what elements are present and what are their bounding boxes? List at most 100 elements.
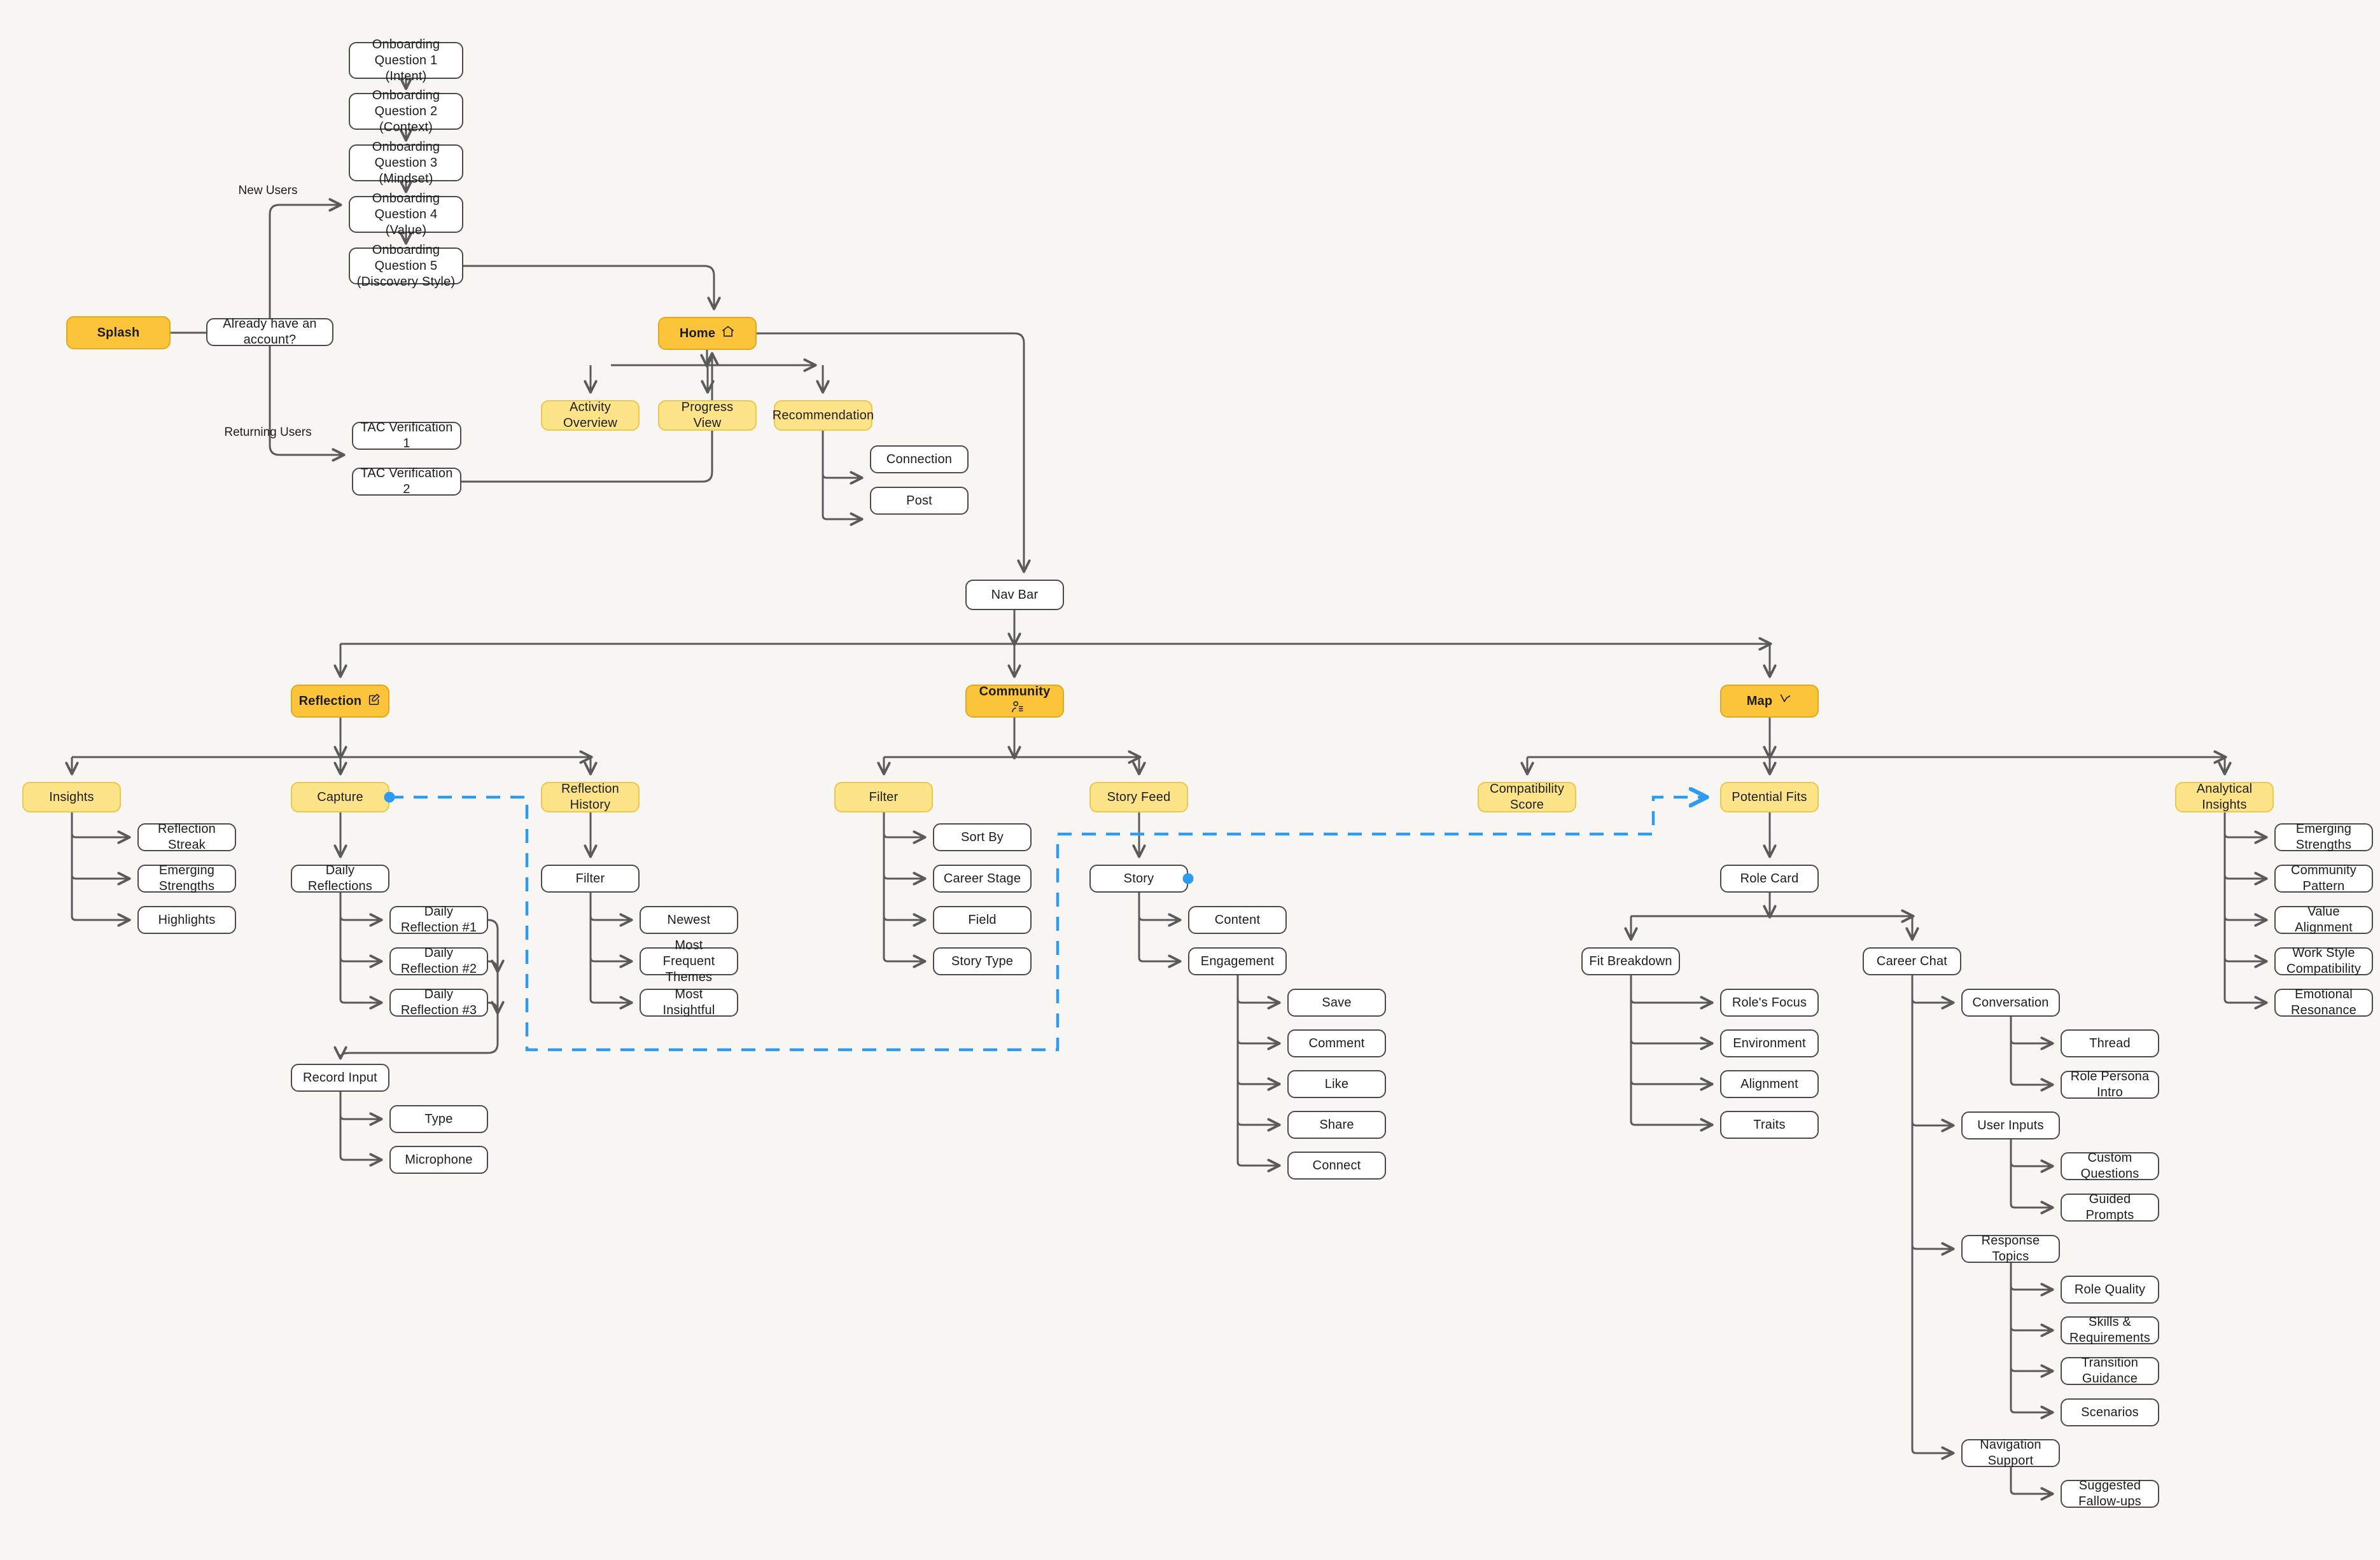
flow-node-resptopics[interactable]: Response Topics	[1961, 1234, 2060, 1264]
flow-node-transguid[interactable]: Transition Guidance	[2061, 1356, 2159, 1386]
flow-node-share[interactable]: Share	[1287, 1111, 1386, 1139]
flow-node-compatscore[interactable]: Compatibility Score	[1478, 782, 1576, 812]
flow-node-title: TAC Verification 1	[360, 421, 453, 450]
flow-node-q5[interactable]: Onboarding Question 5(Discovery Style)	[349, 243, 463, 289]
flow-node-storyfeed[interactable]: Story Feed	[1089, 782, 1188, 812]
flow-node-story[interactable]: Story	[1089, 865, 1188, 893]
flow-node-label: Connection	[886, 452, 952, 468]
flow-node-userinputs[interactable]: User Inputs	[1961, 1111, 2060, 1139]
flow-node-dailyrefs[interactable]: Daily Reflections	[291, 863, 389, 893]
flow-node-ai1[interactable]: Emerging Strengths	[2274, 822, 2373, 852]
flow-node-label: Onboarding Question 2(Context)	[356, 88, 456, 136]
flow-node-alignment[interactable]: Alignment	[1720, 1070, 1819, 1098]
flow-node-fitbreak[interactable]: Fit Breakdown	[1581, 947, 1680, 975]
flow-node-post[interactable]: Post	[870, 487, 969, 515]
flow-node-title: Daily Reflection #2	[400, 946, 477, 976]
flow-node-storytype[interactable]: Story Type	[933, 947, 1032, 975]
flow-node-splash[interactable]: Splash	[66, 316, 171, 349]
flow-node-refhistory[interactable]: Reflection History	[541, 782, 640, 812]
flow-node-rolecard[interactable]: Role Card	[1720, 865, 1819, 893]
flow-node-rolesfocus[interactable]: Role's Focus	[1720, 989, 1819, 1017]
flow-node-title: Nav Bar	[991, 587, 1039, 602]
flow-node-reflection[interactable]: Reflection	[291, 685, 389, 718]
flow-node-label: Content	[1215, 912, 1260, 928]
flow-edge	[883, 812, 924, 837]
flow-node-title: TAC Verification 2	[360, 466, 453, 496]
flow-node-ai3[interactable]: Value Alignment	[2274, 905, 2373, 935]
flow-node-navsupport[interactable]: Navigation Support	[1961, 1438, 2060, 1468]
flow-node-progress[interactable]: Progress View	[658, 400, 757, 431]
flow-node-freqthemes[interactable]: Most Frequent Themes	[640, 938, 738, 984]
flow-node-cfilter[interactable]: Filter	[834, 782, 933, 812]
link-anchor-dot[interactable]	[1182, 873, 1194, 884]
flow-node-subtitle: (Value)	[385, 223, 427, 237]
flow-node-title: Newest	[667, 912, 711, 927]
flow-node-sugfollow[interactable]: Suggested Fallow-ups	[2061, 1479, 2159, 1508]
flow-node-q3[interactable]: Onboarding Question 3(Mindset)	[349, 140, 463, 186]
flow-node-connect[interactable]: Connect	[1287, 1152, 1386, 1180]
flow-node-rolepersona[interactable]: Role Persona Intro	[2061, 1069, 2159, 1099]
flow-node-title: Save	[1322, 995, 1352, 1010]
flow-node-map[interactable]: Map	[1720, 685, 1819, 718]
flow-node-refstreak[interactable]: Reflection Streak	[137, 822, 236, 852]
flow-node-highlights[interactable]: Highlights	[137, 906, 236, 934]
flow-node-rolequality[interactable]: Role Quality	[2061, 1276, 2159, 1304]
flow-node-careerchat[interactable]: Career Chat	[1863, 947, 1961, 975]
flow-node-newest[interactable]: Newest	[640, 906, 738, 934]
flow-node-activity[interactable]: Activity Overview	[541, 400, 640, 431]
flow-node-skillsreq[interactable]: Skills & Requirements	[2061, 1315, 2159, 1345]
flow-node-title: Sort By	[961, 830, 1004, 844]
flow-node-emstrength[interactable]: Emerging Strengths	[137, 863, 236, 893]
flow-node-ai4[interactable]: Work Style Compatibility	[2274, 946, 2373, 976]
flow-node-customq[interactable]: Custom Questions	[2061, 1151, 2159, 1181]
flow-node-save[interactable]: Save	[1287, 989, 1386, 1017]
flow-node-community[interactable]: Community	[965, 685, 1064, 718]
flow-node-scenarios[interactable]: Scenarios	[2061, 1398, 2159, 1426]
flow-node-tac2[interactable]: TAC Verification 2	[352, 466, 461, 496]
flow-node-insightful[interactable]: Most Insightful	[640, 987, 738, 1017]
flow-node-traits[interactable]: Traits	[1720, 1111, 1819, 1139]
flow-node-q2[interactable]: Onboarding Question 2(Context)	[349, 88, 463, 134]
flow-node-rhfilter[interactable]: Filter	[541, 865, 640, 893]
flow-edge	[1138, 893, 1179, 920]
flow-node-ai2[interactable]: Community Pattern	[2274, 863, 2373, 893]
flow-node-recinput[interactable]: Record Input	[291, 1064, 389, 1092]
flow-node-like[interactable]: Like	[1287, 1070, 1386, 1098]
flow-node-engagement[interactable]: Engagement	[1188, 947, 1287, 975]
flow-node-analytical[interactable]: Analytical Insights	[2175, 782, 2274, 812]
flow-node-dr2[interactable]: Daily Reflection #2	[389, 946, 488, 976]
flow-node-q4[interactable]: Onboarding Question 4(Value)	[349, 192, 463, 237]
flow-node-microphone[interactable]: Microphone	[389, 1146, 488, 1174]
flow-node-q1[interactable]: Onboarding Question 1(Intent)	[349, 38, 463, 83]
flow-node-field[interactable]: Field	[933, 906, 1032, 934]
flow-edge	[2223, 812, 2265, 879]
flow-node-guidedp[interactable]: Guided Prompts	[2061, 1192, 2159, 1222]
flow-node-haveacct[interactable]: Already have an account?	[206, 317, 333, 347]
flow-node-type[interactable]: Type	[389, 1105, 488, 1133]
flow-edge	[1911, 975, 1952, 1003]
flow-node-ai5[interactable]: Emotional Resonance	[2274, 987, 2373, 1017]
flow-node-dr3[interactable]: Daily Reflection #3	[389, 987, 488, 1017]
flow-node-capture[interactable]: Capture	[291, 782, 389, 812]
flow-node-home[interactable]: Home	[658, 317, 757, 350]
flow-node-sortby[interactable]: Sort By	[933, 823, 1032, 851]
flow-node-thread[interactable]: Thread	[2061, 1029, 2159, 1057]
flow-node-insights[interactable]: Insights	[22, 782, 121, 812]
flow-node-connection[interactable]: Connection	[870, 445, 969, 473]
flow-node-potfits[interactable]: Potential Fits	[1720, 782, 1819, 812]
flow-node-title: Alignment	[1740, 1076, 1798, 1091]
flow-node-comment[interactable]: Comment	[1287, 1029, 1386, 1057]
flow-node-content[interactable]: Content	[1188, 906, 1287, 934]
flow-node-dr1[interactable]: Daily Reflection #1	[389, 905, 488, 935]
flow-node-recommend[interactable]: Recommendation	[773, 400, 874, 431]
flow-node-label: Onboarding Question 4(Value)	[356, 191, 456, 239]
flow-node-title: Role's Focus	[1732, 995, 1807, 1010]
flow-node-title: Share	[1319, 1117, 1354, 1132]
flow-node-conversation[interactable]: Conversation	[1961, 989, 2060, 1017]
flow-node-careerstage[interactable]: Career Stage	[933, 865, 1032, 893]
link-anchor-dot[interactable]	[384, 791, 395, 803]
flow-node-title: Filter	[575, 871, 605, 886]
flow-node-environment[interactable]: Environment	[1720, 1029, 1819, 1057]
flow-node-tac1[interactable]: TAC Verification 1	[352, 421, 461, 450]
flow-node-navbar[interactable]: Nav Bar	[965, 580, 1064, 610]
